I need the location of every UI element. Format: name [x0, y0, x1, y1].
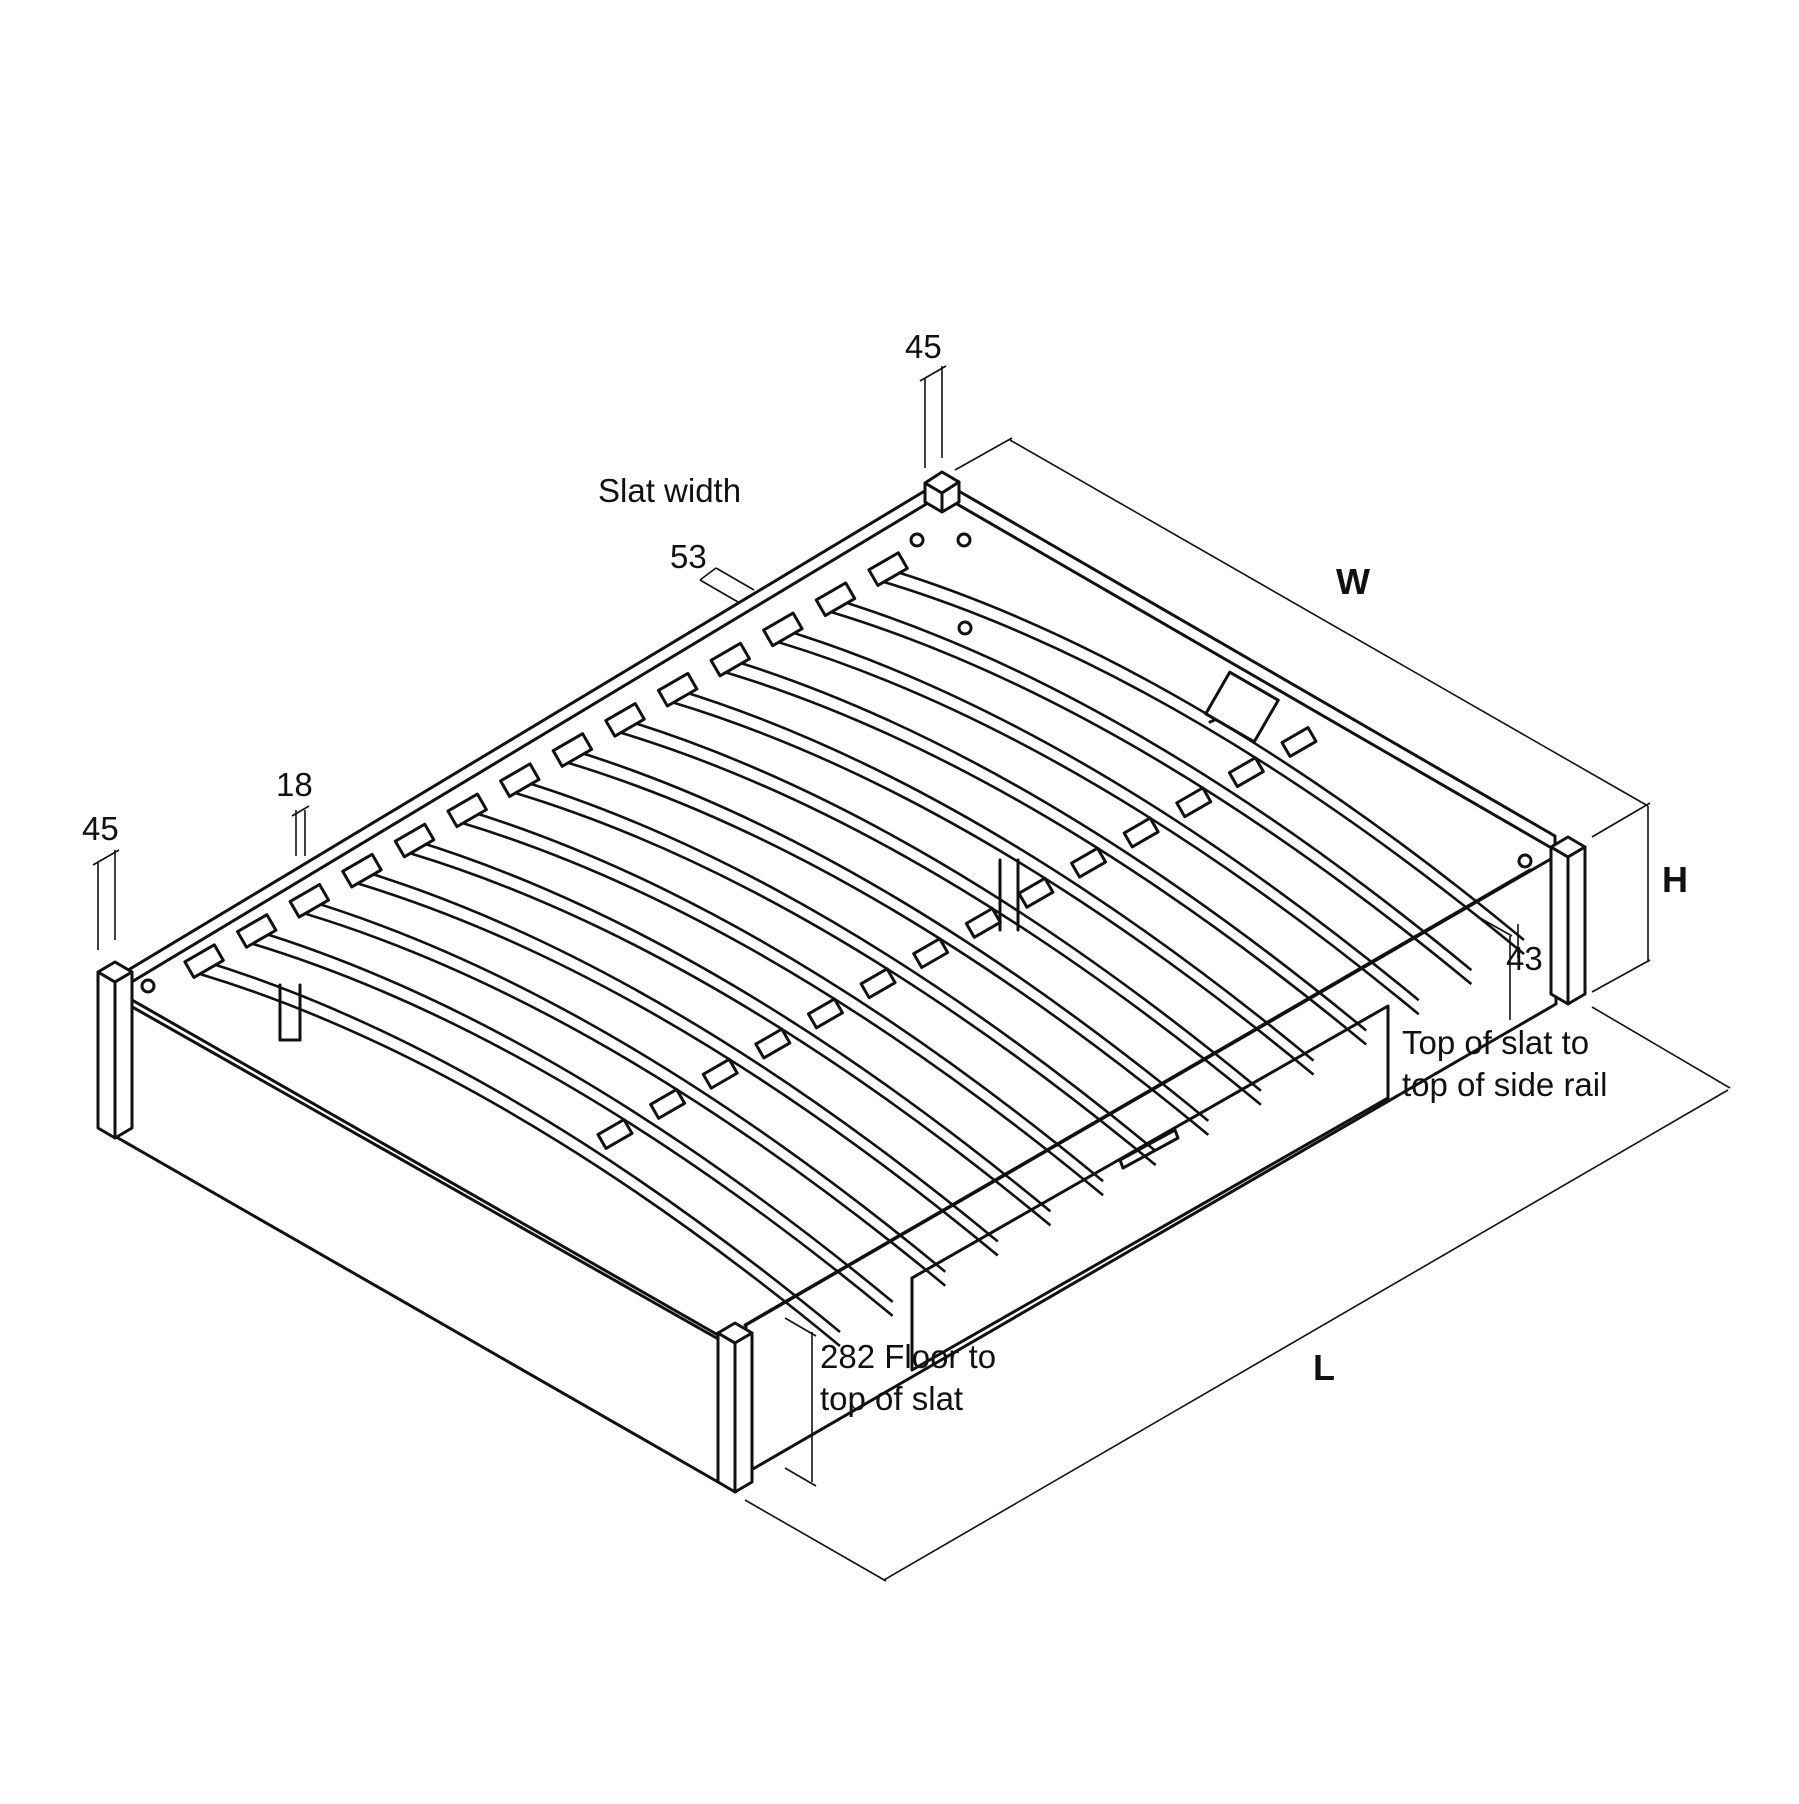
slat: [288, 882, 947, 1287]
slat: [341, 852, 999, 1257]
slat-to-rail-label-line2: top of side rail: [1402, 1066, 1607, 1103]
post-front-right: [716, 1321, 754, 1494]
slat: [709, 641, 1367, 1046]
slat: [446, 792, 1104, 1197]
height-label: H: [1662, 859, 1688, 900]
floor-to-slat-label-line1: 282 Floor to: [820, 1338, 996, 1375]
post-front-left: [96, 960, 134, 1140]
post-back-right: [1549, 835, 1587, 1006]
panel-handle: [1118, 1128, 1180, 1170]
dimension-lines: [92, 365, 1731, 1582]
post-left-dimension: 45: [82, 810, 119, 847]
end-rail-front: [116, 990, 720, 1484]
length-dimension-line: [883, 1089, 1729, 1581]
slat: [762, 611, 1420, 1016]
post-back-left: [923, 470, 961, 514]
slat: [814, 581, 1473, 986]
slat: [604, 702, 1262, 1106]
support-legs: [278, 858, 1020, 1042]
slat-to-rail-dimension: 43: [1506, 940, 1543, 977]
slat: [183, 943, 841, 1348]
length-label: L: [1313, 1347, 1335, 1388]
slat: [867, 551, 1525, 956]
slat: [499, 762, 1157, 1167]
width-dimension-line: [1009, 439, 1649, 807]
floor-to-slat-label-line2: top of slat: [820, 1380, 963, 1417]
bed-frame: [96, 470, 1587, 1494]
post-top-dimension: 45: [905, 328, 942, 365]
rail-thickness-dimension: 18: [276, 766, 313, 803]
slat: [551, 732, 1210, 1136]
slat-width-value: 53: [670, 538, 707, 575]
slat-set: [183, 551, 1525, 1348]
slat-to-rail-label-line1: Top of slat to: [1402, 1024, 1589, 1061]
slat: [235, 913, 894, 1317]
side-rail-back: [948, 484, 1557, 852]
slat: [393, 822, 1052, 1227]
slat: [656, 671, 1315, 1076]
slat-width-title: Slat width: [598, 472, 741, 509]
bolt-holes: [140, 532, 1533, 994]
width-label: W: [1336, 561, 1370, 602]
